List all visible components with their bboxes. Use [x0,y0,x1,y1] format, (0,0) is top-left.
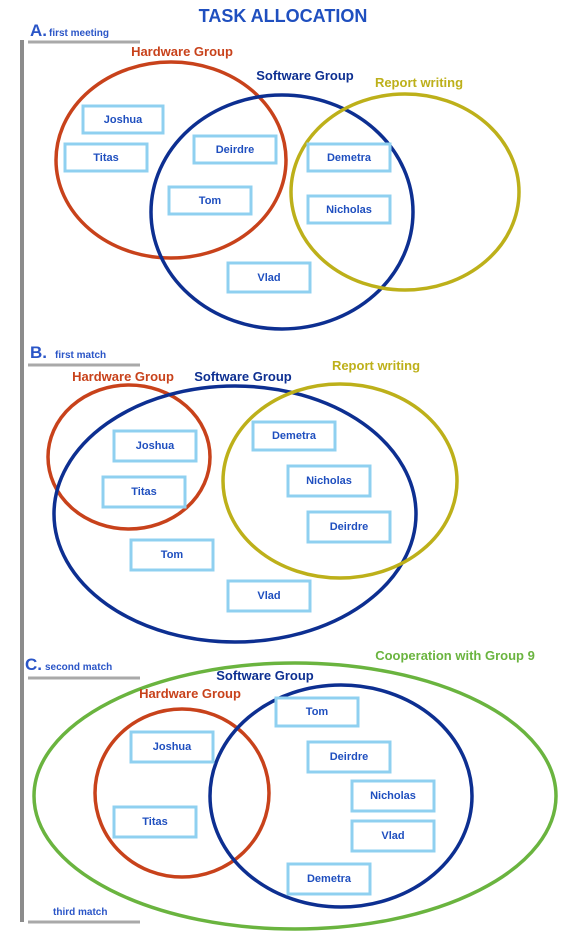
member-card: Vlad [350,819,436,853]
member-name: Joshua [136,440,175,452]
hardware-group-circle [54,60,288,260]
member-card: Deirdre [306,510,392,544]
member-card: Demetra [306,142,392,173]
member-name: Titas [93,152,118,164]
hardware-group-label: Hardware Group [72,369,174,384]
section-a-subtitle: first meeting [49,28,109,39]
member-card: Joshua [129,730,215,764]
member-name: Nicholas [306,475,352,487]
section-b-letter: B. [30,343,47,362]
member-card: Nicholas [306,194,392,225]
member-name: Joshua [104,114,143,126]
section-c-letter: C. [25,655,42,674]
section-c: C. second match Cooperation with Group 9… [25,648,558,931]
footer-label: third match [53,907,107,918]
member-name: Titas [131,486,156,498]
member-card: Vlad [226,579,312,613]
report-writing-circle [221,382,459,580]
software-group-circle [52,384,418,644]
member-card: Titas [63,142,149,173]
member-card: Titas [112,805,198,839]
member-name: Tom [199,195,222,207]
member-name: Joshua [153,741,192,753]
member-card: Deirdre [306,740,392,774]
cooperation-circle [32,661,558,931]
section-a-letter: A. [30,21,47,40]
page-title: TASK ALLOCATION [199,6,368,26]
member-name: Tom [306,706,329,718]
member-name: Demetra [327,152,372,164]
member-name: Vlad [257,590,280,602]
member-card: Tom [274,696,360,728]
member-card: Tom [167,185,253,216]
member-card: Nicholas [350,779,436,813]
software-group-circle [149,93,415,331]
section-a: A. first meeting Hardware Group Software… [28,21,521,331]
member-card: Demetra [251,420,337,452]
software-group-label: Software Group [216,668,314,683]
member-name: Tom [161,549,184,561]
member-card: Joshua [81,104,165,135]
member-name: Nicholas [370,790,416,802]
hardware-group-label: Hardware Group [131,44,233,59]
member-name: Demetra [272,430,317,442]
section-b: B. first match Hardware Group Software G… [28,343,459,644]
member-name: Deirdre [330,751,369,763]
hardware-group-circle [46,383,212,531]
member-card: Tom [129,538,215,572]
member-name: Vlad [257,272,280,284]
member-name: Vlad [381,830,404,842]
hardware-group-circle [93,707,271,879]
member-card: Demetra [286,862,372,896]
member-card: Deirdre [192,134,278,165]
member-card: Vlad [226,261,312,294]
member-name: Demetra [307,873,352,885]
member-card: Nicholas [286,464,372,498]
report-writing-circle [289,92,521,292]
member-name: Titas [142,816,167,828]
hardware-group-label: Hardware Group [139,686,241,701]
software-group-label: Software Group [256,68,354,83]
software-group-circle [208,683,474,909]
section-c-subtitle: second match [45,662,112,673]
member-name: Nicholas [326,204,372,216]
member-card: Joshua [112,429,198,463]
section-b-subtitle: first match [55,350,106,361]
software-group-label: Software Group [194,369,292,384]
member-card: Titas [101,475,187,509]
member-name: Deirdre [330,521,369,533]
cooperation-label: Cooperation with Group 9 [375,648,535,663]
member-name: Deirdre [216,144,255,156]
report-writing-label: Report writing [375,75,463,90]
report-writing-label: Report writing [332,358,420,373]
